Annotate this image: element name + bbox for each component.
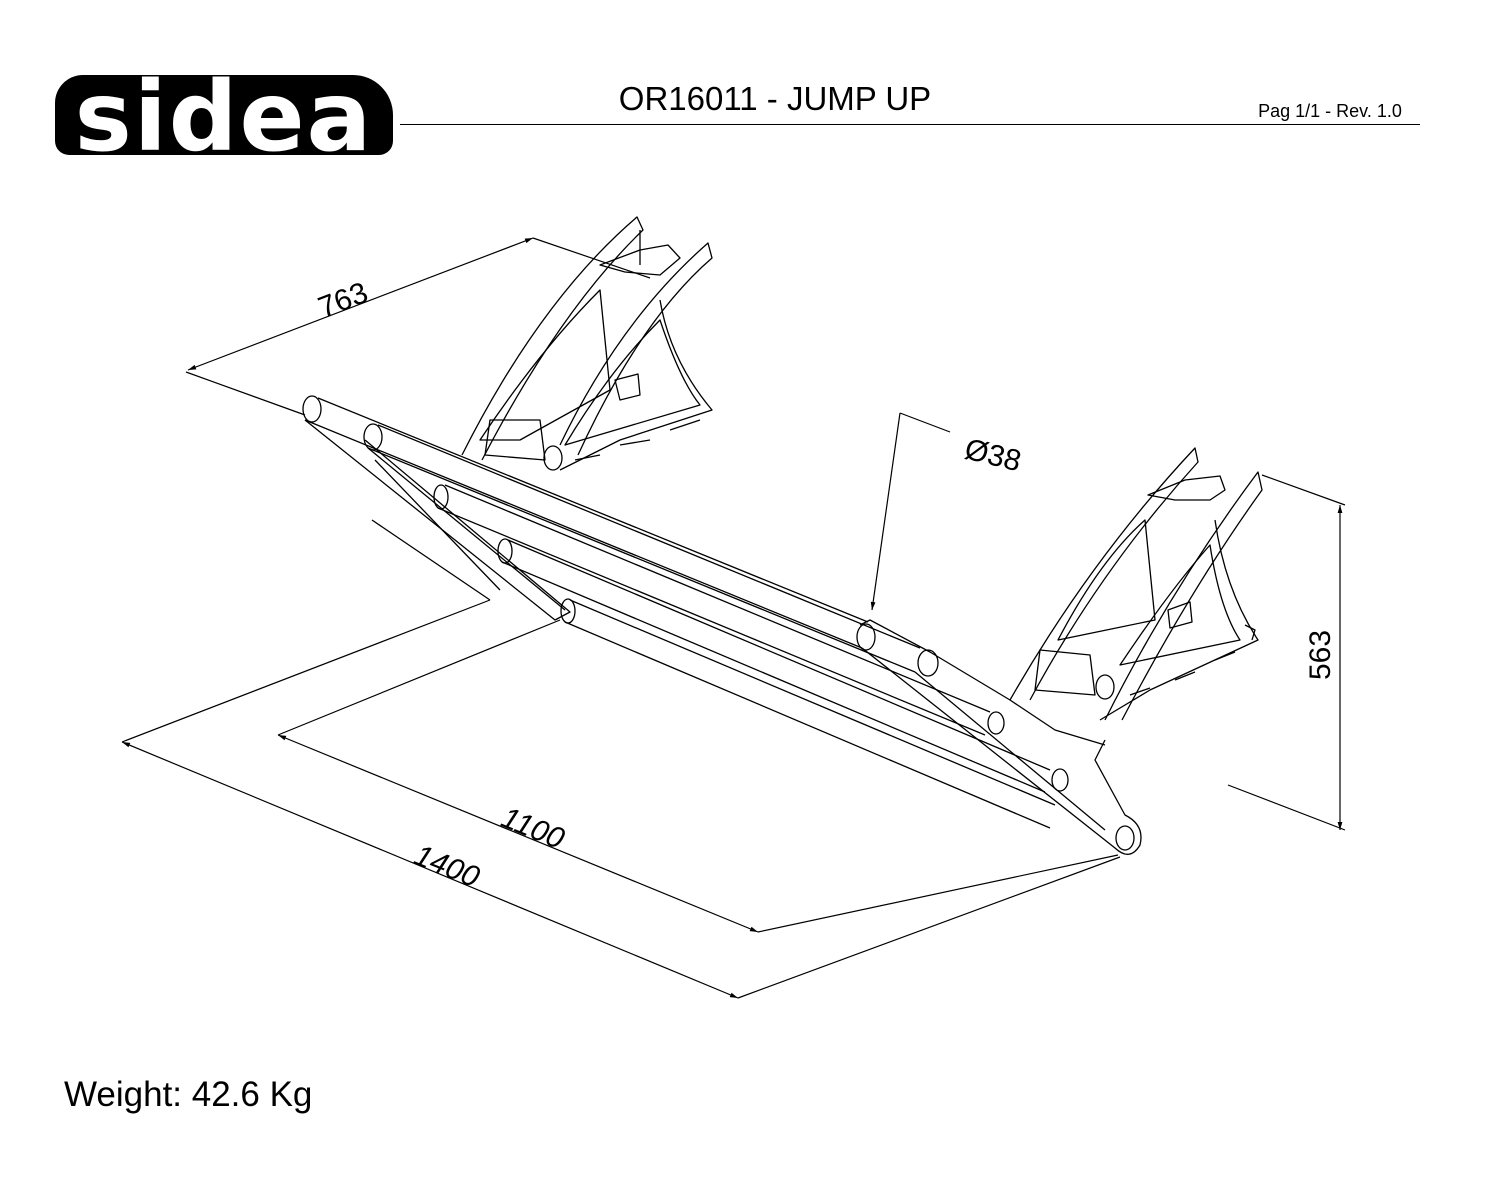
dimension-inner-width-label: 1100 [497, 801, 569, 856]
dimension-overall-width [121, 599, 1121, 999]
dimension-overall-width-label: 1400 [410, 839, 485, 895]
drawing-title: OR16011 - JUMP UP [618, 80, 932, 117]
side-plates [304, 419, 1142, 855]
header-rule [400, 124, 1420, 125]
dimension-depth [185, 237, 651, 416]
weight-label: Weight: 42.6 Kg [64, 1075, 313, 1114]
dimension-diameter [870, 412, 951, 611]
dimension-lines [121, 237, 1346, 999]
right-upright [1009, 447, 1263, 721]
logo-text: sidea [74, 61, 374, 173]
tubes [302, 395, 1056, 829]
dimension-height-label: 563 [1304, 630, 1337, 680]
frame-part [302, 216, 1263, 855]
dimension-diameter-label: Ø38 [961, 433, 1024, 479]
page-revision: Pag 1/1 - Rev. 1.0 [1258, 101, 1402, 121]
sidea-logo: sidea [55, 61, 393, 173]
left-upright [461, 216, 713, 471]
dimension-depth-label: 763 [314, 276, 373, 325]
dimension-inner-width [277, 619, 1119, 933]
dimension-height [1227, 474, 1346, 831]
